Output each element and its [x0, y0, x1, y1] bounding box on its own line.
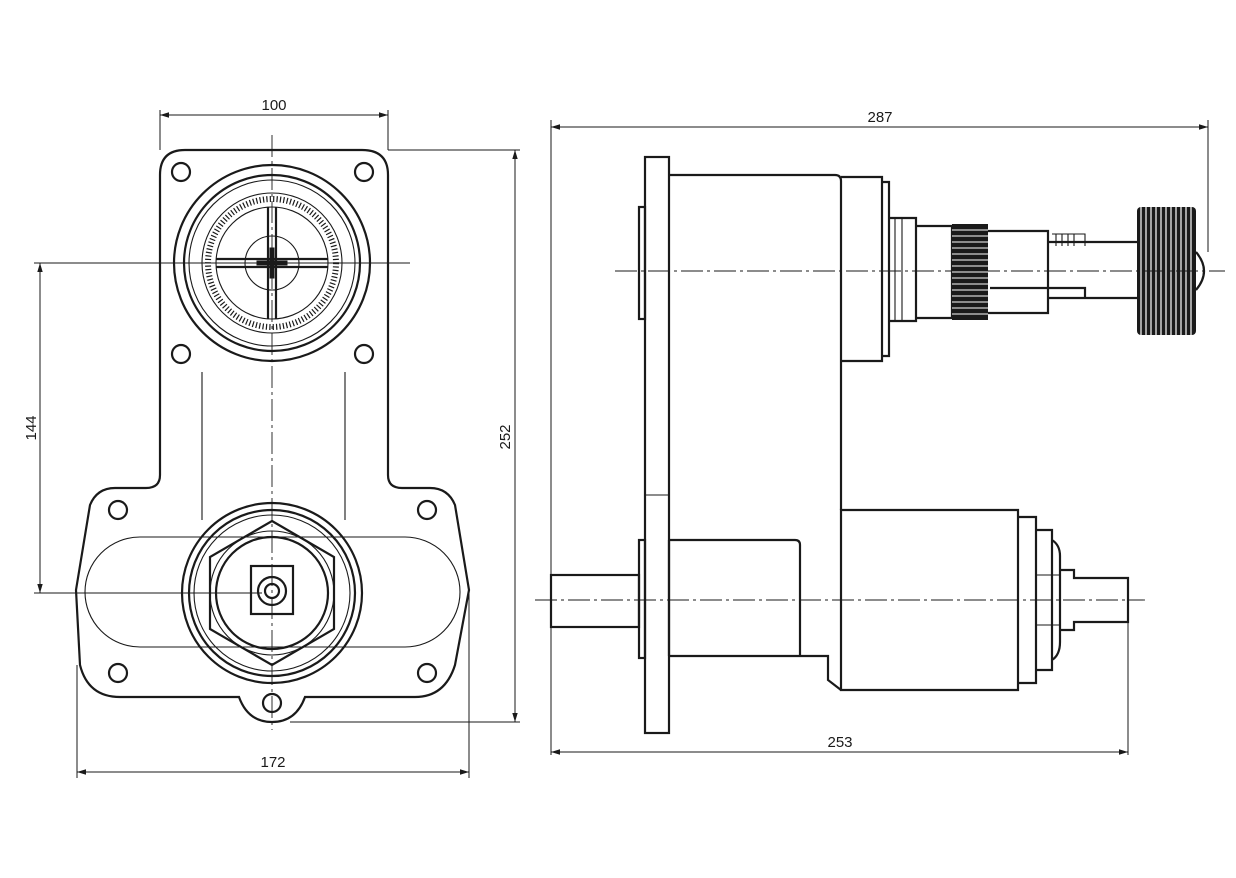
- mount-hole-7: [107, 662, 129, 684]
- side-flange: [643, 155, 671, 735]
- side-view: 287 253: [535, 109, 1225, 755]
- dim-label-144: 144: [23, 415, 40, 440]
- front-view: 100 172 144 252: [23, 97, 520, 778]
- front-lower-slot: [84, 536, 461, 648]
- side-upper-housing: [841, 175, 918, 363]
- dim-label-252: 252: [497, 424, 514, 449]
- mount-hole-2: [353, 161, 375, 183]
- dim-label-253: 253: [827, 734, 852, 751]
- side-flange-boss-upper: [637, 205, 647, 321]
- dim-label-100: 100: [261, 97, 286, 114]
- mount-hole-6: [416, 499, 438, 521]
- side-spindle-sleeve: [916, 224, 954, 320]
- dim-label-287: 287: [867, 109, 892, 126]
- side-inlet-pipe: [549, 573, 641, 629]
- mount-hole-3: [170, 343, 192, 365]
- side-spindle: [988, 229, 1140, 315]
- mount-hole-8: [416, 662, 438, 684]
- mount-hole-1: [170, 161, 192, 183]
- mount-hole-5: [107, 499, 129, 521]
- front-plate-outline: [74, 148, 471, 724]
- mount-hole-4: [353, 343, 375, 365]
- dim-label-172: 172: [260, 754, 285, 771]
- side-main-body: [667, 173, 843, 691]
- side-lower-body: [839, 508, 1020, 692]
- side-lower-outlet: [1060, 568, 1130, 632]
- front-plate-inner: [201, 372, 346, 520]
